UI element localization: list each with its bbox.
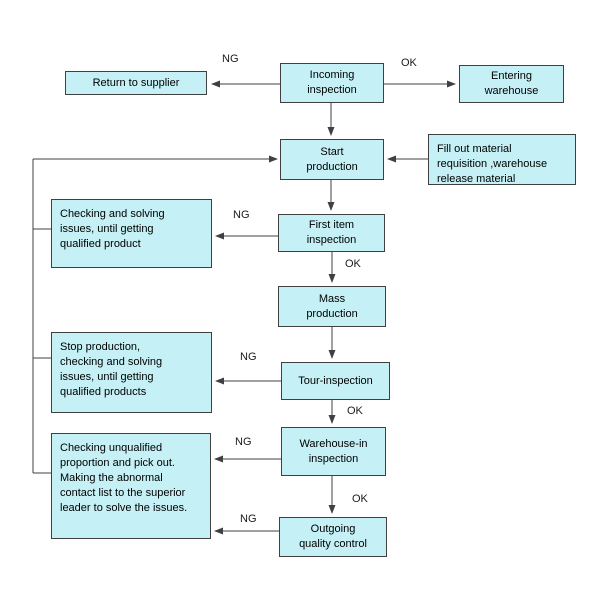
node-incoming-inspection: Incoming inspection — [280, 63, 384, 103]
edge-label-warehousein-ok: OK — [352, 493, 368, 505]
node-checking-unqualified: Checking unqualified proportion and pick… — [51, 433, 211, 539]
edge-label-firstitem-ok: OK — [345, 258, 361, 270]
node-first-item-inspection: First item inspection — [278, 214, 385, 252]
edge-label-incoming-ng: NG — [222, 53, 239, 65]
edge-label-incoming-ok: OK — [401, 57, 417, 69]
edge-label-warehousein-ng: NG — [235, 436, 252, 448]
edge-label-firstitem-ng: NG — [233, 209, 250, 221]
node-outgoing-quality-control: Outgoing quality control — [279, 517, 387, 557]
node-entering-warehouse: Entering warehouse — [459, 65, 564, 103]
edge-label-tour-ng: NG — [240, 351, 257, 363]
node-warehouse-in-inspection: Warehouse-in inspection — [281, 427, 386, 476]
node-stop-production: Stop production, checking and solving is… — [51, 332, 212, 413]
node-fill-out-material: Fill out material requisition ,warehouse… — [428, 134, 576, 185]
node-tour-inspection: Tour-inspection — [281, 362, 390, 400]
node-return-to-supplier: Return to supplier — [65, 71, 207, 95]
node-mass-production: Mass production — [278, 286, 386, 327]
edge-label-outgoing-ng: NG — [240, 513, 257, 525]
node-checking-and-solving: Checking and solving issues, until getti… — [51, 199, 212, 268]
node-start-production: Start production — [280, 139, 384, 180]
edge-label-tour-ok: OK — [347, 405, 363, 417]
